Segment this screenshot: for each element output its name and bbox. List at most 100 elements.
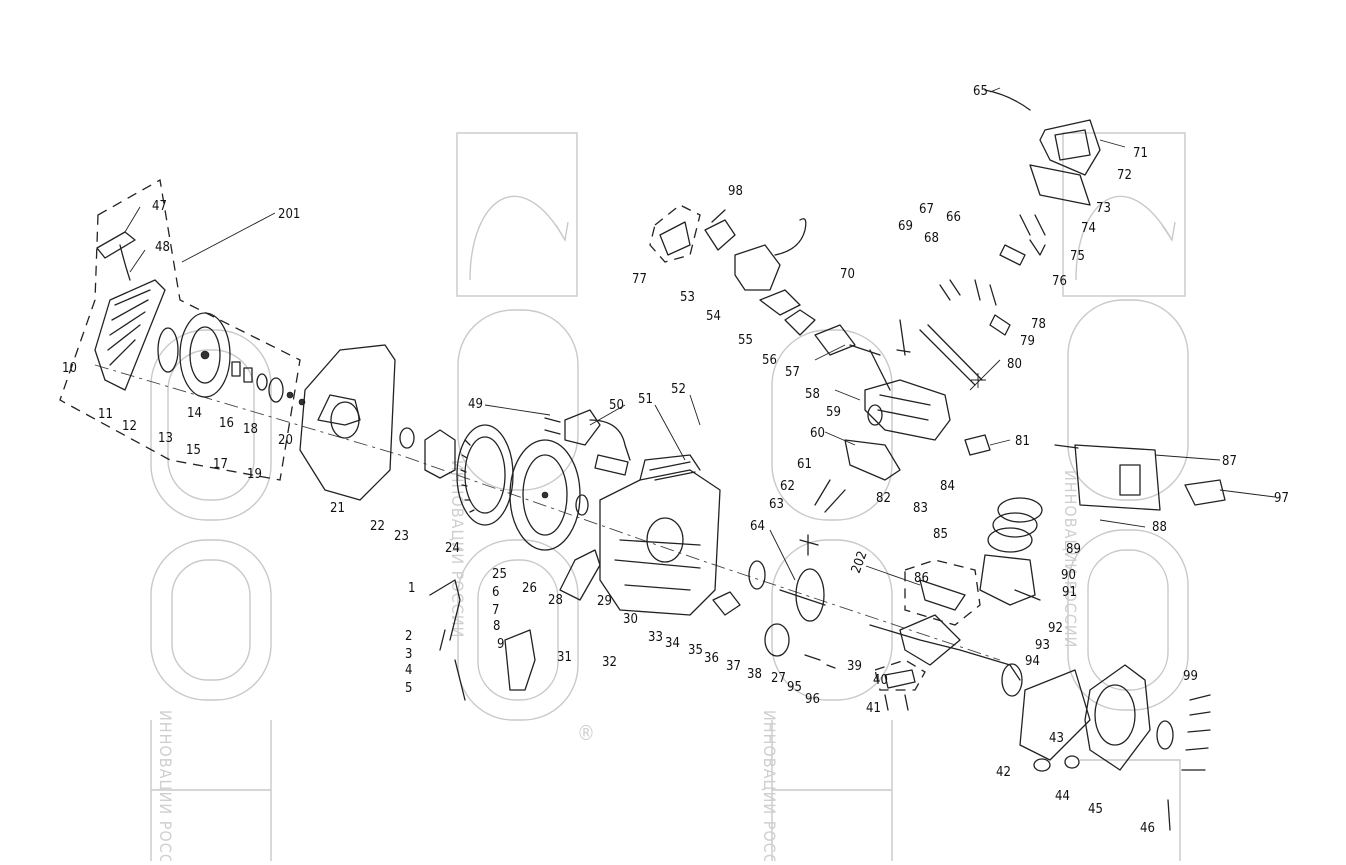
part-label-91: 91 (1062, 585, 1077, 600)
part-label-57: 57 (785, 365, 800, 380)
part-label-77: 77 (632, 272, 647, 287)
part-label-26: 26 (522, 581, 537, 596)
cylinder-head (864, 379, 951, 441)
part-label-14: 14 (187, 406, 202, 421)
part-label-54: 54 (706, 309, 721, 324)
part-label-89: 89 (1066, 542, 1081, 557)
part-label-1: 1 (408, 581, 415, 596)
part-label-2: 2 (405, 629, 412, 644)
watermark-tagline-far-right: ИННОВАЦИИ РОССИИ (1061, 470, 1080, 648)
valves-and-pushrods (799, 319, 983, 556)
part-label-42: 42 (996, 765, 1011, 780)
part-label-80: 80 (1007, 357, 1022, 372)
part-label-202: 202 (849, 549, 871, 575)
part-label-37: 37 (726, 659, 741, 674)
part-label-90: 90 (1061, 568, 1076, 583)
cover-bolts (1167, 694, 1211, 831)
leader-lines (124, 87, 1276, 586)
part-number-labels: 1 2 3 4 5 6 7 8 9 10 11 12 13 14 15 16 1… (62, 84, 1289, 836)
part-label-13: 13 (158, 431, 173, 446)
part-label-98: 98 (728, 184, 743, 199)
part-label-20: 20 (278, 433, 293, 448)
part-label-9: 9 (497, 637, 504, 652)
part-label-25: 25 (492, 567, 507, 582)
watermark-tagline-right: ИННОВАЦИИ РОССИИ (760, 710, 779, 861)
balance-weights (874, 659, 926, 711)
part-label-55: 55 (738, 333, 753, 348)
part-label-70: 70 (840, 267, 855, 282)
part-label-16: 16 (219, 416, 234, 431)
part-label-17: 17 (213, 457, 228, 472)
assembly-axis-line (94, 364, 1001, 661)
carburetor-group (649, 204, 856, 356)
rocker-arms (939, 279, 1011, 336)
magneto-stator (509, 439, 581, 551)
flywheel-nut (399, 427, 415, 449)
part-label-15: 15 (186, 443, 201, 458)
starter-spring-ring (157, 327, 179, 373)
part-label-10: 10 (62, 361, 77, 376)
oil-seal-26 (575, 494, 589, 516)
starter-cup (424, 429, 456, 479)
crankshaft (869, 614, 1023, 697)
part-label-92: 92 (1048, 621, 1063, 636)
part-label-48: 48 (155, 240, 170, 255)
part-label-59: 59 (826, 405, 841, 420)
part-label-53: 53 (680, 290, 695, 305)
part-label-3: 3 (405, 647, 412, 662)
part-label-32: 32 (602, 655, 617, 670)
piston-group (904, 497, 1043, 626)
watermark-registered-mark: ® (577, 721, 596, 745)
part-label-78: 78 (1031, 317, 1046, 332)
part-label-67: 67 (919, 202, 934, 217)
part-label-29: 29 (597, 594, 612, 609)
oil-filler-cap (1033, 755, 1080, 772)
fan-cover (299, 344, 396, 501)
part-label-84: 84 (940, 479, 955, 494)
watermark-letters-left (150, 309, 579, 861)
watermark: ИННОВАЦИИ РОССИИ ИННОВАЦИИ РОССИИ ИННОВА… (150, 132, 1189, 865)
part-label-68: 68 (924, 231, 939, 246)
part-label-95: 95 (787, 680, 802, 695)
flywheel (456, 424, 514, 526)
part-label-34: 34 (665, 636, 680, 651)
part-label-82: 82 (876, 491, 891, 506)
part-label-6: 6 (492, 585, 499, 600)
part-label-71: 71 (1133, 146, 1148, 161)
muffler (1054, 444, 1161, 511)
part-label-60: 60 (810, 426, 825, 441)
rocker-cover (1039, 119, 1101, 176)
part-label-74: 74 (1081, 221, 1096, 236)
recoil-starter-boundary (59, 178, 301, 481)
part-label-24: 24 (445, 541, 460, 556)
starter-ratchet-parts (231, 361, 306, 406)
part-label-49: 49 (468, 397, 483, 412)
part-label-19: 19 (247, 467, 262, 482)
part-label-83: 83 (913, 501, 928, 516)
breather-hose (984, 89, 1031, 111)
part-label-61: 61 (797, 457, 812, 472)
part-label-27: 27 (771, 671, 786, 686)
part-label-72: 72 (1117, 168, 1132, 183)
part-label-30: 30 (623, 612, 638, 627)
part-label-86: 86 (914, 571, 929, 586)
part-label-23: 23 (394, 529, 409, 544)
part-label-44: 44 (1055, 789, 1070, 804)
part-label-18: 18 (243, 422, 258, 437)
part-label-21: 21 (330, 501, 345, 516)
part-label-7: 7 (492, 603, 499, 618)
starter-pulley (179, 312, 231, 398)
part-label-85: 85 (933, 527, 948, 542)
watermark-letters-right (771, 299, 1189, 861)
part-label-93: 93 (1035, 638, 1050, 653)
part-label-76: 76 (1052, 274, 1067, 289)
part-label-38: 38 (747, 667, 762, 682)
watermark-logo-left (456, 132, 1186, 297)
watermark-tagline-left: ИННОВАЦИИ РОССИИ (156, 710, 175, 861)
part-label-88: 88 (1152, 520, 1167, 535)
part-label-201: 201 (278, 207, 300, 222)
head-gasket (844, 439, 901, 481)
flywheel-group (399, 424, 589, 551)
